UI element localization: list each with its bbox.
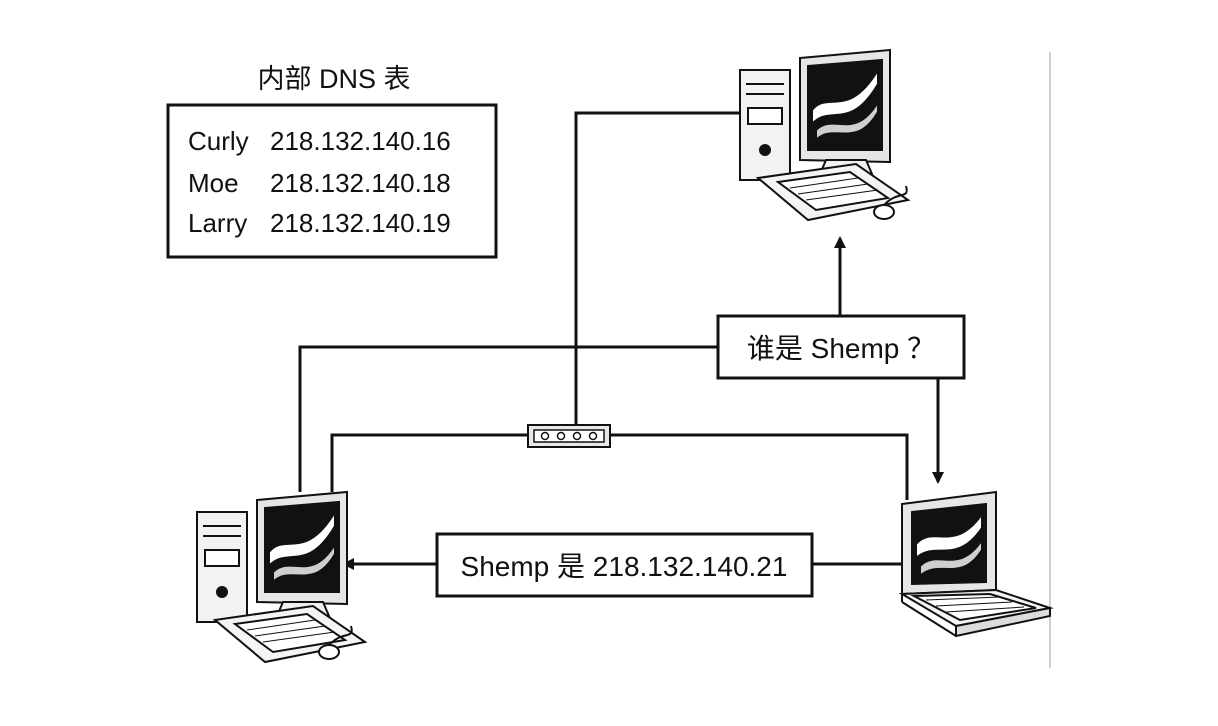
- message-arrows: [342, 236, 944, 570]
- dns-table-title: 内部 DNS 表: [257, 64, 410, 94]
- query-path: [298, 345, 718, 492]
- network-cables: [298, 111, 909, 566]
- dns-table: 内部 DNS 表 Curly 218.132.140.16 Moe 218.13…: [166, 64, 498, 259]
- hub-icon: [527, 424, 611, 448]
- cable-left-desktop: [330, 433, 528, 492]
- dns-table-box: [166, 103, 498, 259]
- dns-entry-ip: 218.132.140.16: [270, 126, 451, 156]
- top-desktop-icon: [739, 48, 911, 222]
- query-text: 谁是 Shemp ？: [747, 333, 935, 364]
- query-bubble: 谁是 Shemp ？: [716, 314, 966, 380]
- reply-text: Shemp 是 218.132.140.21: [461, 551, 788, 582]
- cable-top-desktop: [574, 111, 745, 430]
- dns-entry-name: Larry: [188, 208, 247, 238]
- dns-entry-ip: 218.132.140.19: [270, 208, 451, 238]
- reply-bubble: Shemp 是 218.132.140.21: [435, 532, 814, 598]
- dns-entry-ip: 218.132.140.18: [270, 168, 451, 198]
- cable-laptop: [610, 433, 909, 500]
- dns-entry-name: Curly: [188, 126, 249, 156]
- laptop-icon: [898, 490, 1054, 638]
- left-desktop-icon: [196, 490, 368, 664]
- dns-entry-name: Moe: [188, 168, 239, 198]
